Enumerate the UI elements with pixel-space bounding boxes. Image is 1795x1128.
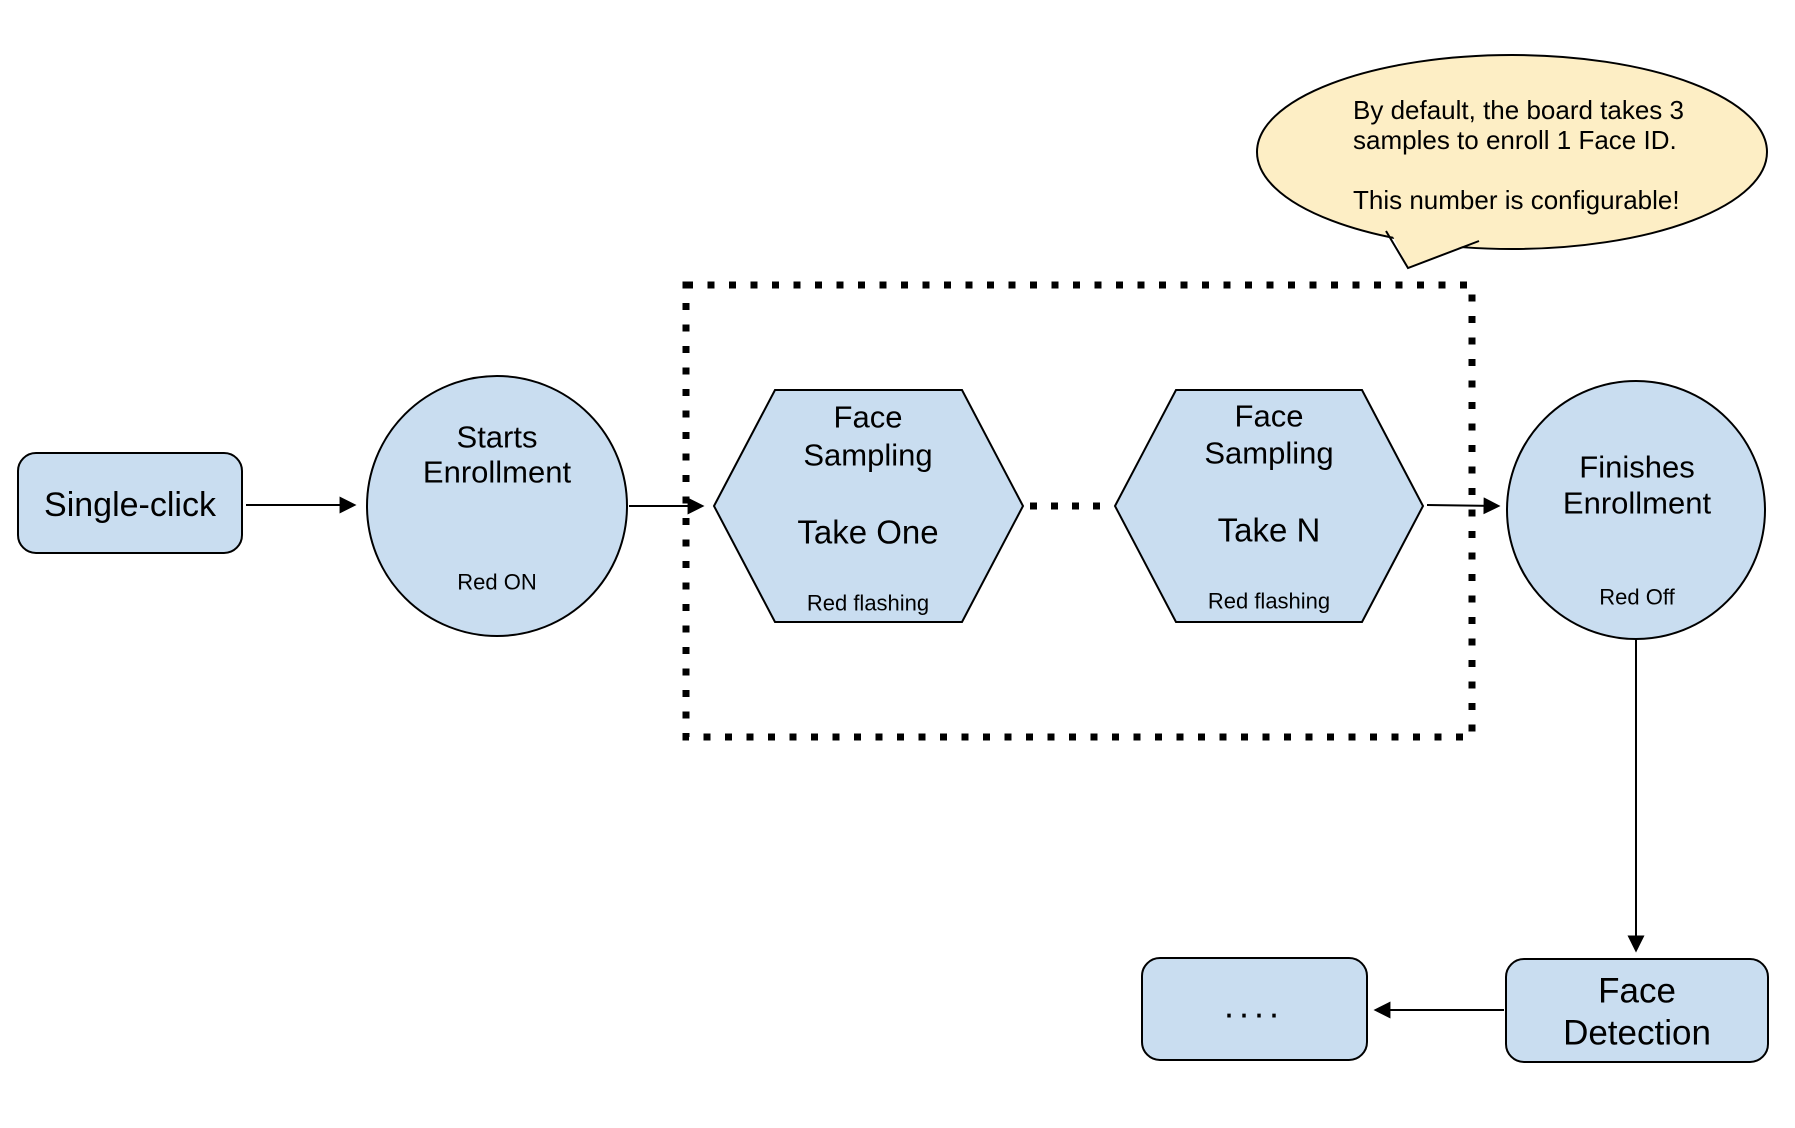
finishes-enrollment-line2: Enrollment (1563, 486, 1712, 521)
callout-text-line2: samples to enroll 1 Face ID. (1353, 125, 1677, 155)
face-sampling-n-line1: Face (1235, 399, 1304, 434)
ellipsis-node: .... (1141, 957, 1368, 1061)
finishes-enrollment-circle (1506, 380, 1766, 640)
face-detection-line2: Detection (1563, 1014, 1711, 1053)
face-sampling-n-line2: Sampling (1204, 436, 1333, 471)
face-detection-box (1505, 958, 1769, 1063)
callout-tail-outline (1385, 230, 1480, 270)
face-sampling-one-take: Take One (797, 514, 938, 551)
single-click-node: Single-click (17, 452, 243, 554)
single-click-box (17, 452, 243, 554)
callout-tail (1388, 226, 1478, 268)
starts-enrollment-line2: Enrollment (423, 455, 572, 490)
face-sampling-n-take: Take N (1218, 512, 1321, 549)
face-sampling-n-status: Red flashing (1208, 589, 1330, 614)
face-sampling-one-hexagon (712, 389, 1025, 623)
face-detection-line1: Face (1598, 972, 1676, 1011)
single-click-label: Single-click (44, 486, 217, 524)
starts-enrollment-line1: Starts (457, 420, 538, 455)
callout-text-line1: By default, the board takes 3 (1353, 95, 1684, 125)
callout-bubble: By default, the board takes 3 samples to… (1256, 54, 1768, 270)
callout-text-line3: This number is configurable! (1353, 185, 1680, 215)
arrow-sampling-n-to-finishes (1426, 497, 1501, 515)
finishes-enrollment-node: Finishes Enrollment Red Off (1506, 380, 1766, 640)
face-sampling-n-hexagon (1113, 389, 1425, 623)
face-sampling-one-line1: Face (834, 400, 903, 435)
finishes-enrollment-line1: Finishes (1579, 450, 1694, 485)
face-sampling-one-node: Face Sampling Take One Red flashing (712, 389, 1025, 623)
finishes-enrollment-status: Red Off (1599, 585, 1675, 610)
starts-enrollment-circle (366, 375, 628, 637)
face-sampling-n-node: Face Sampling Take N Red flashing (1113, 389, 1425, 623)
sampling-group-dotted-border (682, 281, 1476, 741)
starts-enrollment-node: Starts Enrollment Red ON (366, 375, 628, 637)
face-detection-node: Face Detection (1505, 958, 1769, 1063)
starts-enrollment-status: Red ON (457, 570, 536, 595)
face-sampling-one-line2: Sampling (803, 438, 932, 473)
callout-ellipse (1256, 54, 1768, 250)
ellipsis-box (1141, 957, 1368, 1061)
ellipsis-label: .... (1224, 985, 1284, 1026)
face-sampling-one-status: Red flashing (807, 591, 929, 616)
